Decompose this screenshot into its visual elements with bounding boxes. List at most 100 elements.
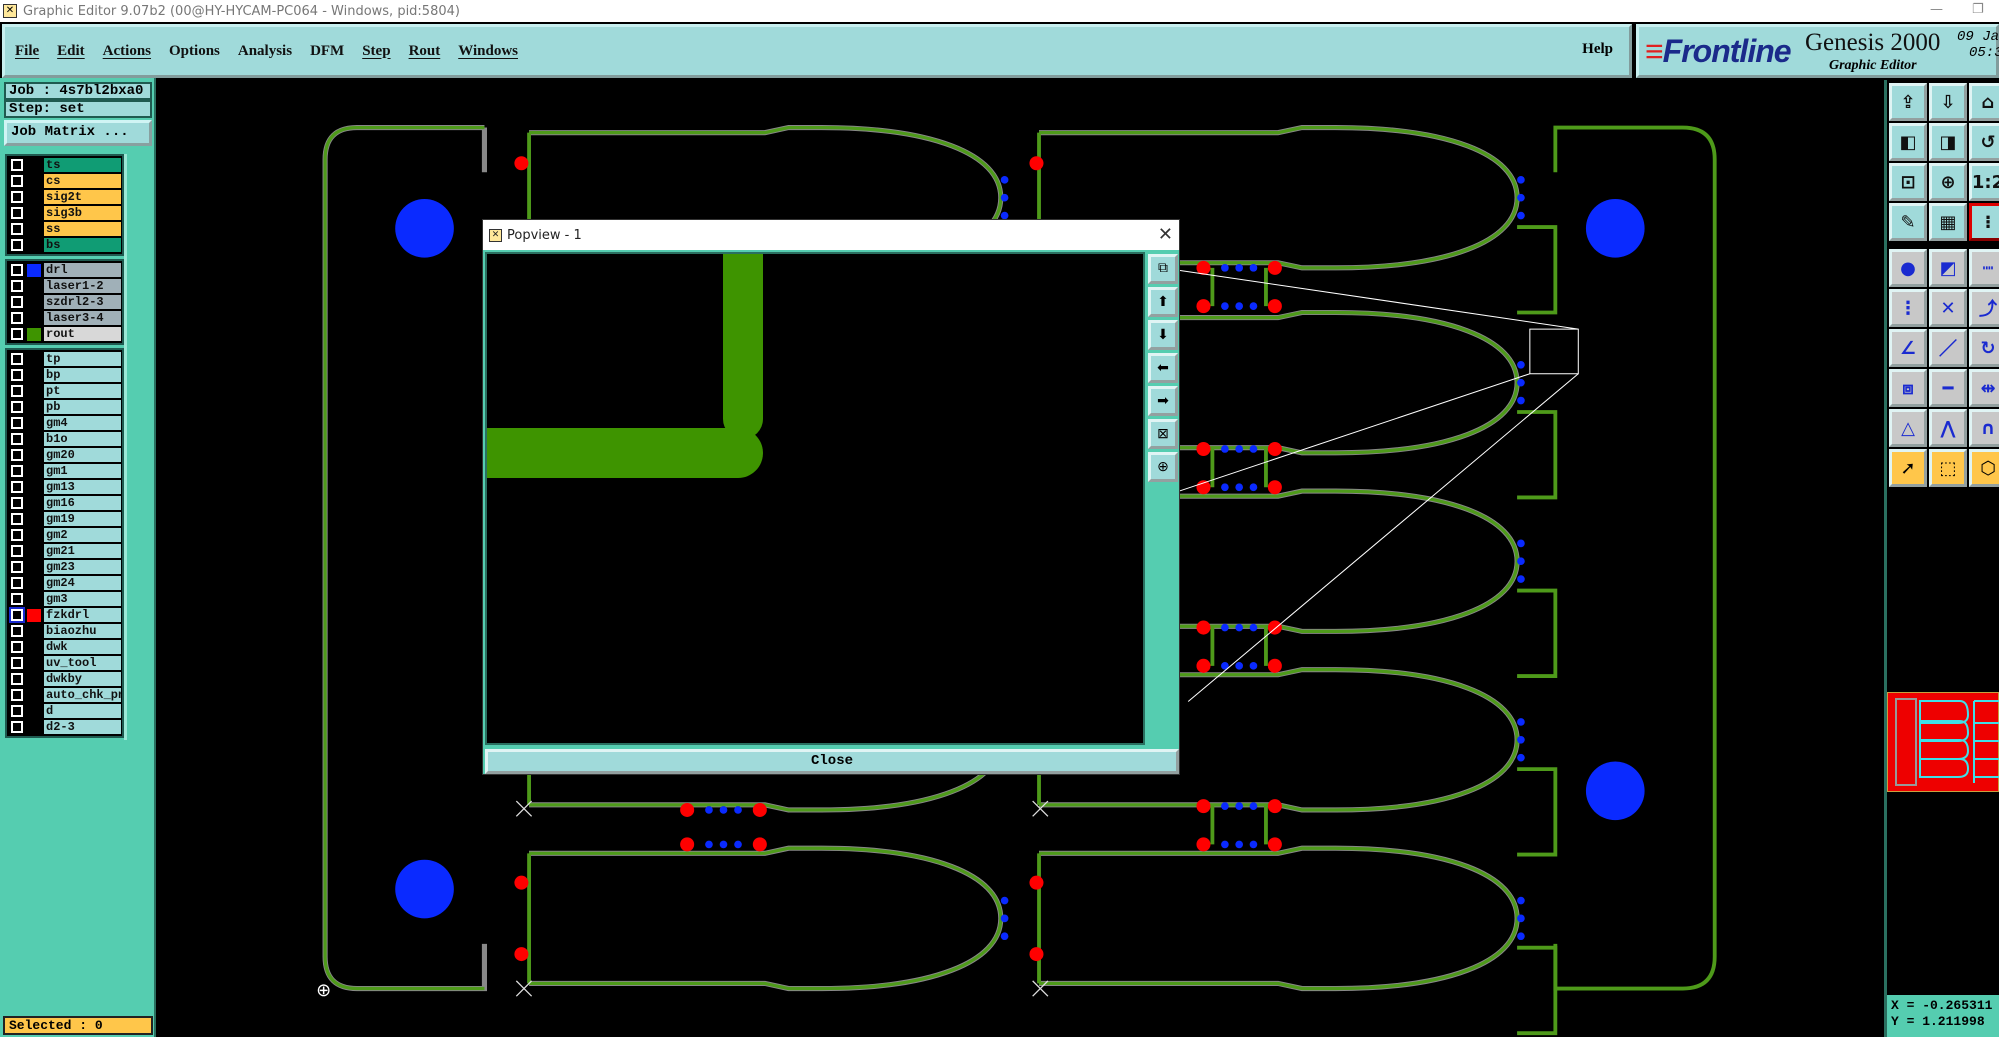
layer-checkbox[interactable] (10, 512, 24, 526)
layer-row-gm21[interactable]: gm21 (7, 543, 122, 559)
layer-row-bs[interactable]: bs (7, 237, 122, 253)
layer-checkbox[interactable] (10, 222, 24, 236)
layer-color-swatch[interactable] (27, 222, 41, 236)
measure-area-icon[interactable]: ◩ (1929, 249, 1967, 287)
layer-row-dwkby[interactable]: dwkby (7, 671, 122, 687)
layer-name[interactable]: gm13 (44, 480, 121, 494)
export-icon[interactable]: ⇩ (1929, 83, 1967, 121)
layer-checkbox[interactable] (10, 560, 24, 574)
layer-name[interactable]: sig3b (44, 206, 121, 220)
menu-file[interactable]: File (15, 42, 40, 59)
layer-row-gm1[interactable]: gm1 (7, 463, 122, 479)
layer-name[interactable]: tp (44, 352, 121, 366)
menu-help[interactable]: Help (1582, 41, 1613, 57)
layer-name[interactable]: biaozhu (44, 624, 121, 638)
layer-row-bp[interactable]: bp (7, 367, 122, 383)
layer-checkbox[interactable] (10, 158, 24, 172)
layer-checkbox[interactable] (10, 480, 24, 494)
layer-name[interactable]: auto_chk_pnl (44, 688, 121, 702)
layer-name[interactable]: gm19 (44, 512, 121, 526)
layer-color-swatch[interactable] (27, 311, 41, 325)
layer-name[interactable]: uv_tool (44, 656, 121, 670)
layer-color-swatch[interactable] (27, 432, 41, 446)
layer-checkbox[interactable] (10, 656, 24, 670)
layer-row-ss[interactable]: ss (7, 221, 122, 237)
popview-canvas[interactable] (485, 252, 1145, 745)
line-break-icon[interactable]: ━ (1929, 369, 1967, 407)
layer-color-swatch[interactable] (27, 608, 41, 622)
ruler-icon[interactable]: ┉ (1969, 249, 1999, 287)
layer-color-swatch[interactable] (27, 206, 41, 220)
pan-down-button[interactable]: ⬇ (1148, 320, 1178, 350)
scale-1to2-icon[interactable]: 1:2 (1969, 163, 1999, 201)
job-matrix-button[interactable]: Job Matrix ... (4, 120, 152, 146)
layer-name[interactable]: d (44, 704, 121, 718)
layer-checkbox[interactable] (10, 640, 24, 654)
layer-checkbox[interactable] (10, 688, 24, 702)
arc-icon[interactable]: ↻ (1969, 329, 1999, 367)
layer-row-dwk[interactable]: dwk (7, 639, 122, 655)
layer-color-swatch[interactable] (27, 238, 41, 252)
layer-color-swatch[interactable] (27, 560, 41, 574)
snap-icon[interactable]: ● (1889, 249, 1927, 287)
layer-row-gm3[interactable]: gm3 (7, 591, 122, 607)
layer-name[interactable]: sig2t (44, 190, 121, 204)
layer-checkbox[interactable] (10, 400, 24, 414)
layer-name[interactable]: pt (44, 384, 121, 398)
layer-checkbox[interactable] (10, 368, 24, 382)
layer-row-rout[interactable]: rout (7, 326, 122, 342)
layer-name[interactable]: szdrl2-3 (44, 295, 121, 309)
layer-color-swatch[interactable] (27, 656, 41, 670)
minimize-button[interactable]: — (1930, 2, 1943, 17)
layer-color-swatch[interactable] (27, 368, 41, 382)
layer-color-swatch[interactable] (27, 327, 41, 341)
connect-pads-icon[interactable]: ⋮ (1889, 289, 1927, 327)
layer-checkbox[interactable] (10, 279, 24, 293)
layer-checkbox[interactable] (10, 238, 24, 252)
peak-icon[interactable]: ⋀ (1929, 409, 1967, 447)
pan-left-button[interactable]: ⬅ (1148, 353, 1178, 383)
layer-name[interactable]: cs (44, 174, 121, 188)
import-icon[interactable]: ⇪ (1889, 83, 1927, 121)
layer-row-gm24[interactable]: gm24 (7, 575, 122, 591)
layer-checkbox[interactable] (10, 672, 24, 686)
layer-checkbox[interactable] (10, 327, 24, 341)
layer-color-swatch[interactable] (27, 512, 41, 526)
layer-color-swatch[interactable] (27, 263, 41, 277)
layer-checkbox[interactable] (9, 607, 25, 623)
layer-color-swatch[interactable] (27, 672, 41, 686)
layer-name[interactable]: dwk (44, 640, 121, 654)
layer-row-pt[interactable]: pt (7, 383, 122, 399)
layer-row-gm2[interactable]: gm2 (7, 527, 122, 543)
layer-name[interactable]: laser1-2 (44, 279, 121, 293)
select-box-icon[interactable]: ⬚ (1929, 449, 1967, 487)
pan-up-button[interactable]: ⬆ (1148, 287, 1178, 317)
layer-row-cs[interactable]: cs (7, 173, 122, 189)
restore-button[interactable]: ❐ (1972, 2, 1984, 17)
layer-row-pb[interactable]: pb (7, 399, 122, 415)
zoom-center-icon[interactable]: ⊕ (1929, 163, 1967, 201)
layer-name[interactable]: d2-3 (44, 720, 121, 734)
menu-options[interactable]: Options (169, 42, 220, 59)
layer-row-d[interactable]: d (7, 703, 122, 719)
pan-right-icon[interactable]: ◨ (1929, 123, 1967, 161)
layer-row-gm20[interactable]: gm20 (7, 447, 122, 463)
layer-row-gm13[interactable]: gm13 (7, 479, 122, 495)
layer-row-tp[interactable]: tp (7, 351, 122, 367)
tools-palette-icon[interactable]: ✎ (1889, 203, 1927, 241)
layer-color-swatch[interactable] (27, 576, 41, 590)
layer-color-swatch[interactable] (27, 496, 41, 510)
layer-checkbox[interactable] (10, 190, 24, 204)
layer-name[interactable]: fzkdrl (44, 608, 121, 622)
select-poly-icon[interactable]: ⬡ (1969, 449, 1999, 487)
layer-color-swatch[interactable] (27, 448, 41, 462)
menu-windows[interactable]: Windows (458, 42, 518, 59)
layer-checkbox[interactable] (10, 544, 24, 558)
layer-row-gm16[interactable]: gm16 (7, 495, 122, 511)
close-icon[interactable]: ✕ (1157, 224, 1173, 245)
popview-titlebar[interactable]: ✕ Popview - 1 (483, 220, 1179, 250)
layer-checkbox[interactable] (10, 592, 24, 606)
layer-row-d2-3[interactable]: d2-3 (7, 719, 122, 735)
menu-actions[interactable]: Actions (102, 42, 152, 59)
layer-colors-icon[interactable]: ⁝ (1969, 203, 1999, 241)
